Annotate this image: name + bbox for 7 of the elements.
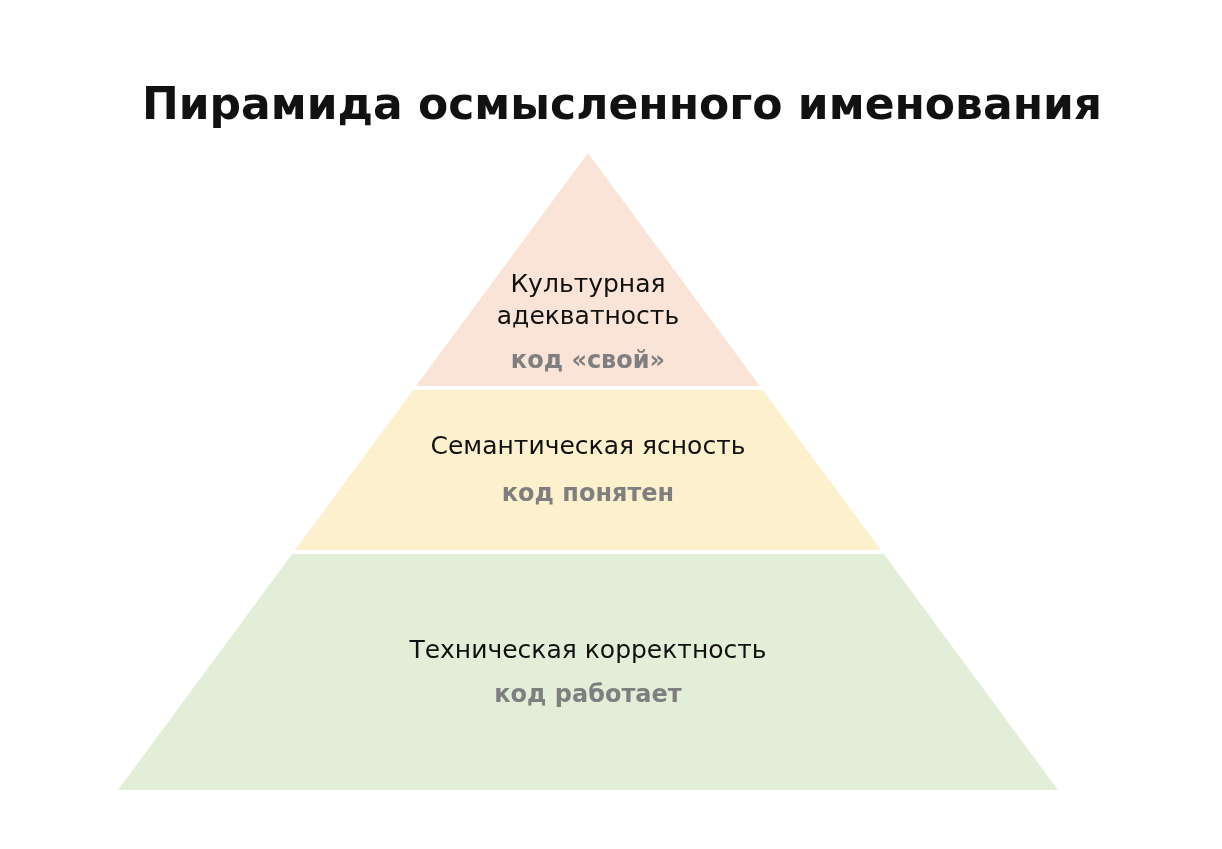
tier-subtitle: код «свой» [510, 345, 666, 375]
tier-heading: Техническая корректность [408, 634, 768, 666]
tier-subtitle: код работает [494, 679, 682, 709]
tier-subtitle: код понятен [501, 478, 675, 508]
tier-heading: Культурная адекватность [495, 268, 681, 332]
tier-heading: Семантическая ясность [429, 430, 747, 462]
title: Пирамида осмысленного именования [140, 78, 1104, 129]
